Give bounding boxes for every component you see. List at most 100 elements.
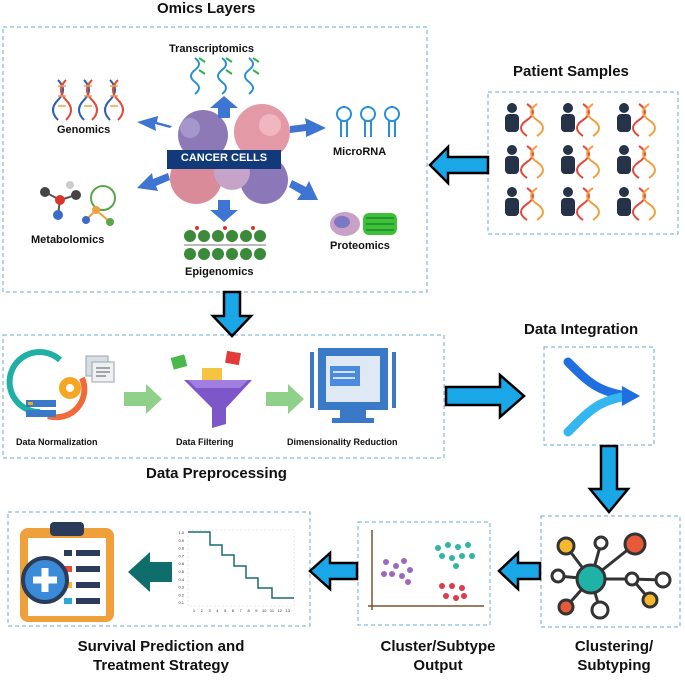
patient-icon-body — [561, 114, 575, 132]
patient-icon-body — [505, 198, 519, 216]
metabolite-molecules-icon — [40, 181, 116, 226]
arrow-clustering-to-output — [497, 550, 542, 592]
patient-icon-head — [507, 187, 517, 197]
arrow-patients-to-omics — [428, 143, 490, 187]
km-x-tick-label: 2 — [201, 608, 204, 613]
arrow-to-proteomics — [289, 180, 318, 200]
dna-icon — [530, 145, 544, 179]
filtering-icon — [170, 350, 252, 428]
km-x-tick-label: 11 — [270, 608, 275, 613]
survival-frame — [7, 511, 311, 627]
dna-icon — [530, 103, 544, 137]
km-y-tick-label: 0.6 — [178, 561, 184, 566]
proteomics-label: Proteomics — [330, 240, 390, 252]
patient-frame — [487, 91, 679, 235]
patient-icon-body — [561, 198, 575, 216]
km-x-tick-label: 3 — [208, 608, 211, 613]
patient-grid — [505, 103, 656, 221]
patient-samples-title: Patient Samples — [513, 63, 629, 80]
arrow-to-transcriptomics — [210, 96, 238, 118]
km-x-tick-label: 12 — [278, 608, 283, 613]
arrow-output-to-survival — [308, 550, 359, 592]
flow-arrows — [210, 143, 631, 592]
km-y-tick-label: 0.1 — [178, 600, 184, 605]
km-y-tick-label: 1.0 — [178, 530, 184, 535]
km-y-tick-label: 0.9 — [178, 538, 184, 543]
patient-icon-head — [619, 187, 629, 197]
patient-icon-body — [617, 156, 631, 174]
survival-title-line1: Survival Prediction and — [77, 638, 245, 655]
patient-icon-head — [563, 103, 573, 113]
green-arrow-1 — [124, 384, 162, 414]
omics-layers-title: Omics Layers — [157, 0, 256, 17]
genomics-label: Genomics — [57, 124, 111, 136]
data-integration-title: Data Integration — [524, 321, 639, 338]
dna-icon — [642, 103, 656, 137]
km-y-tick-label: 0.4 — [178, 577, 184, 582]
green-arrow-2 — [266, 384, 304, 414]
preprocessing-frame — [2, 334, 445, 459]
teal-arrow — [128, 552, 172, 592]
dna-icon — [642, 187, 656, 221]
patient-icon-body — [617, 198, 631, 216]
km-x-tick-label: 5 — [224, 608, 227, 613]
cancer-cells-label-bg — [167, 150, 281, 169]
km-y-tick-label: 0.2 — [178, 592, 184, 597]
km-x-tick-label: 6 — [232, 608, 235, 613]
survival-title-line2: Treatment Strategy — [93, 657, 229, 674]
protein-structures-icon — [330, 212, 397, 236]
km-y-tick-label: 0.5 — [178, 569, 184, 574]
reduction-label: Dimensionality Reduction — [287, 437, 398, 447]
patient-icon-body — [617, 114, 631, 132]
arrow-to-metabolomics — [137, 173, 170, 191]
clustering-title-line1: Clustering/ — [574, 638, 654, 655]
microrna-label: MicroRNA — [333, 146, 387, 158]
dna-icon — [586, 187, 600, 221]
km-y-tick-label: 0.8 — [178, 546, 184, 551]
filtering-label: Data Filtering — [176, 437, 234, 447]
cluster-scatter-plot — [368, 530, 484, 610]
km-x-tick-label: 4 — [216, 608, 219, 613]
metabolomics-label: Metabolomics — [31, 234, 105, 246]
network-icon — [550, 532, 672, 620]
dna-icon — [586, 145, 600, 179]
patient-icon-head — [507, 103, 517, 113]
normalization-icon — [6, 349, 115, 421]
omics-frame — [2, 26, 428, 293]
patient-icon-head — [563, 145, 573, 155]
arrow-preprocessing-to-integration — [444, 372, 526, 420]
patient-icon-body — [505, 114, 519, 132]
patient-icon-head — [507, 145, 517, 155]
omics-arrows — [137, 96, 326, 222]
patient-icon-body — [561, 156, 575, 174]
cluster-red — [439, 583, 467, 601]
cancer-cells-label: CANCER CELLS — [180, 152, 268, 164]
dna-icon — [586, 103, 600, 137]
cluster-output-title-line2: Output — [413, 657, 463, 674]
patient-icon-head — [619, 103, 629, 113]
cluster-output-frame — [357, 521, 491, 626]
cluster-teal — [435, 542, 475, 569]
nucleosome-icon — [184, 226, 266, 260]
patient-icon-body — [505, 156, 519, 174]
rna-strands-icon — [190, 57, 260, 95]
cluster-output-title-line1: Cluster/Subtype — [380, 638, 496, 655]
cluster-output-title: Cluster/Subtype Output — [358, 637, 518, 675]
transcriptomics-label: Transcriptomics — [169, 43, 254, 55]
km-x-tick-label: 9 — [255, 608, 258, 613]
data-preprocessing-title: Data Preprocessing — [146, 465, 287, 482]
patient-icon-head — [619, 145, 629, 155]
arrow-omics-to-preprocessing — [210, 290, 254, 338]
km-x-tick-label: 13 — [285, 608, 290, 613]
dna-icon — [530, 187, 544, 221]
epigenomics-label: Epigenomics — [185, 266, 254, 278]
cluster-purple — [381, 558, 413, 585]
km-x-tick-label: 7 — [240, 608, 243, 613]
km-y-tick-label: 0.7 — [178, 553, 184, 558]
patient-icon-head — [563, 187, 573, 197]
dna-icon — [642, 145, 656, 179]
normalization-label: Data Normalization — [16, 437, 98, 447]
arrow-integration-to-clustering — [587, 444, 631, 514]
integration-frame — [543, 346, 655, 446]
